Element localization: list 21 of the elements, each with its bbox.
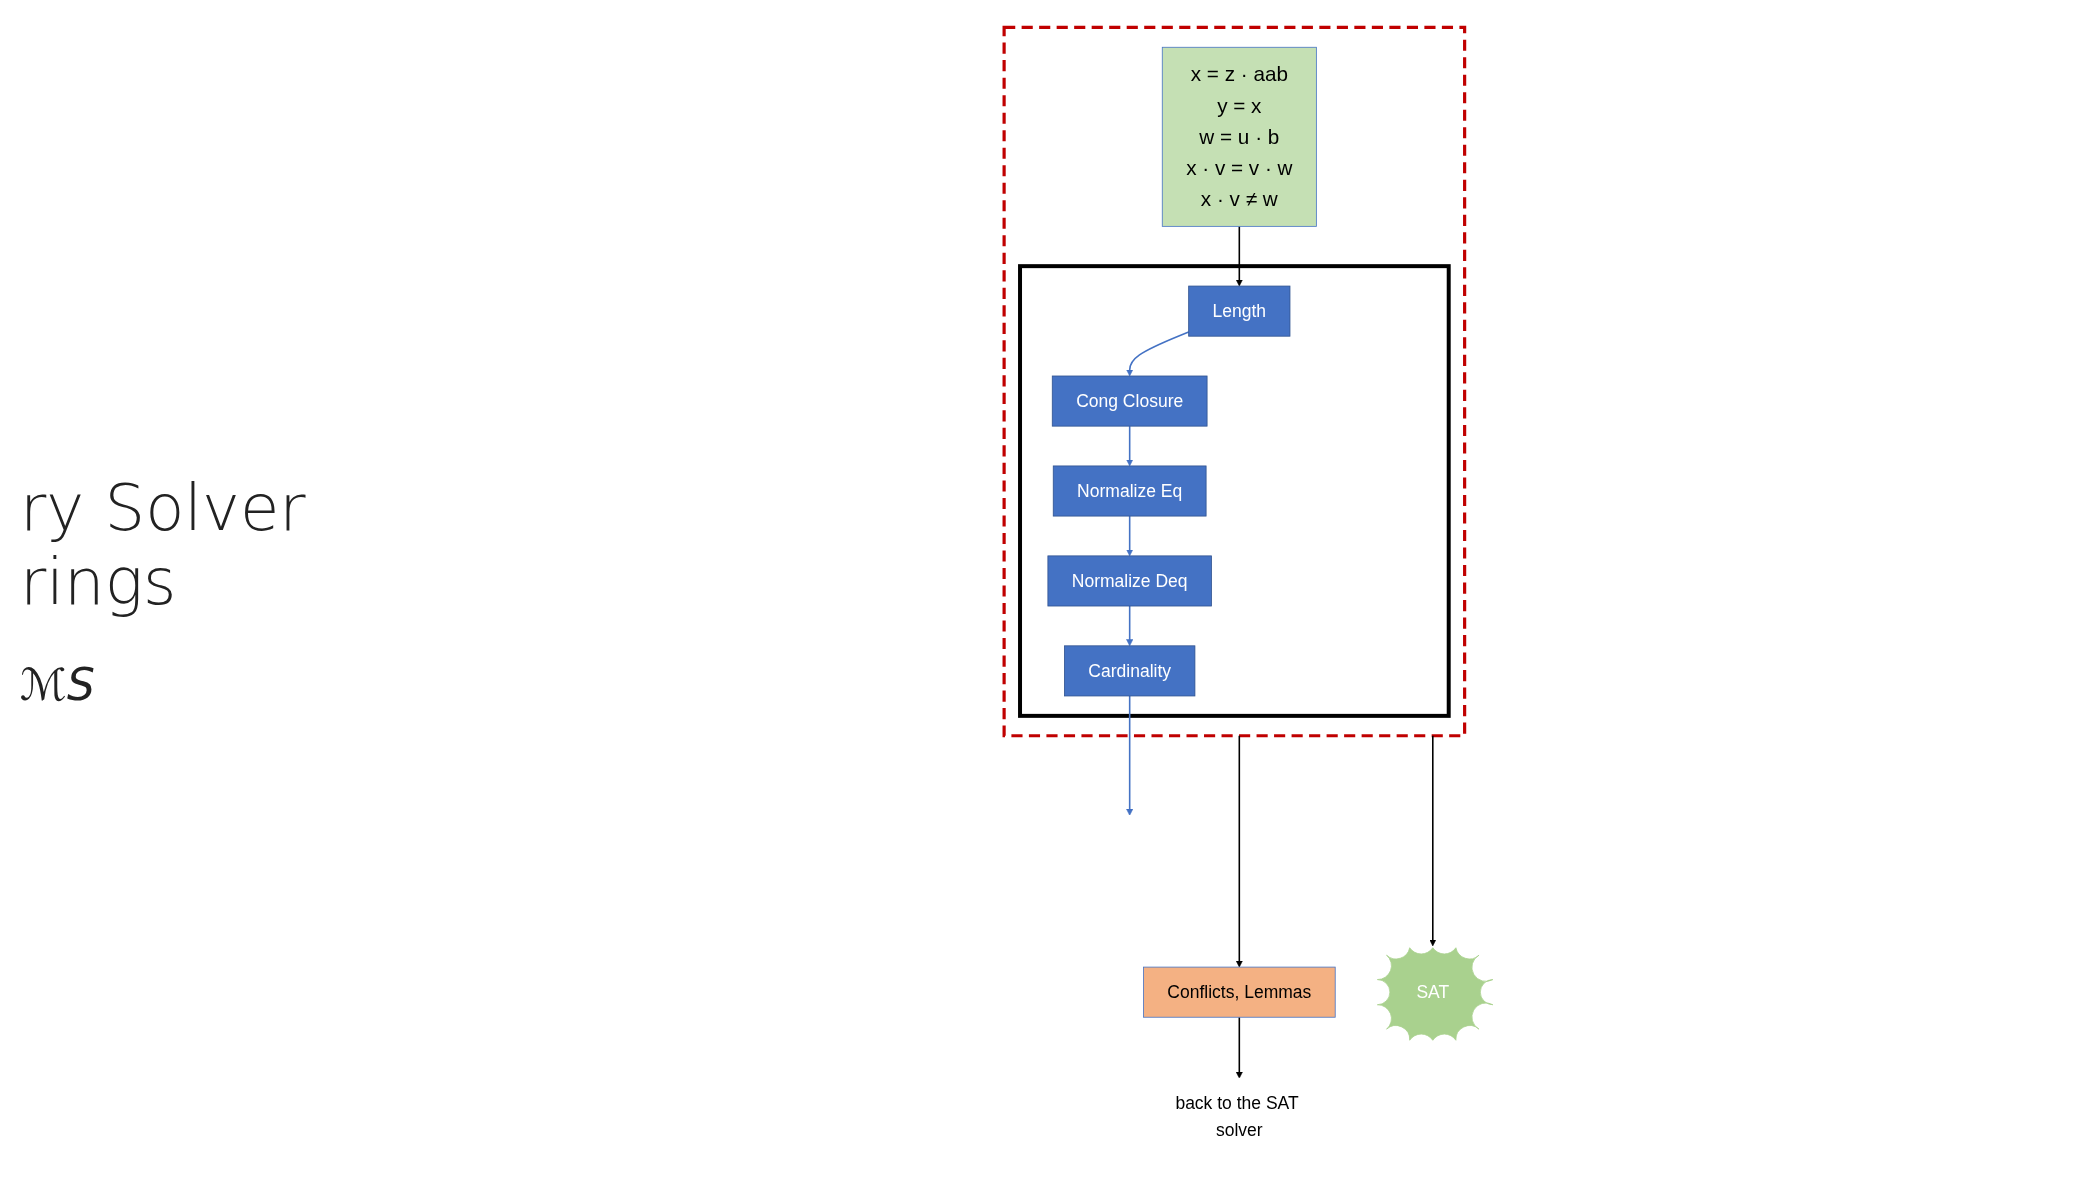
arrow xyxy=(1126,424,1134,466)
arrow xyxy=(1126,604,1134,646)
title: ry Solver rings xyxy=(20,471,307,619)
node-box: Normalize Eq xyxy=(1052,465,1207,516)
arrow xyxy=(1126,514,1134,556)
cluster xyxy=(1018,263,1451,718)
node-text: back to the SAT solver xyxy=(1175,1092,1299,1140)
node-box: Length xyxy=(1188,285,1291,337)
arrow xyxy=(1126,694,1134,816)
node-box: Cong Closure xyxy=(1051,375,1208,427)
arrow xyxy=(1429,734,1437,946)
arrow xyxy=(1235,734,1243,967)
bracket-label: ℳS xyxy=(20,659,96,710)
node-box: Normalize Deq xyxy=(1047,555,1212,606)
cluster xyxy=(1002,25,1467,737)
arrow xyxy=(1235,225,1243,286)
node-box: Conflicts, Lemmas xyxy=(1143,966,1336,1018)
arrow xyxy=(1126,330,1190,376)
node-box: Cardinality xyxy=(1064,644,1196,696)
arrow xyxy=(1235,1015,1243,1079)
node-box: x = z · aab y = x w = u · b x · v = v · w x · v ≠ w xyxy=(1161,46,1317,227)
